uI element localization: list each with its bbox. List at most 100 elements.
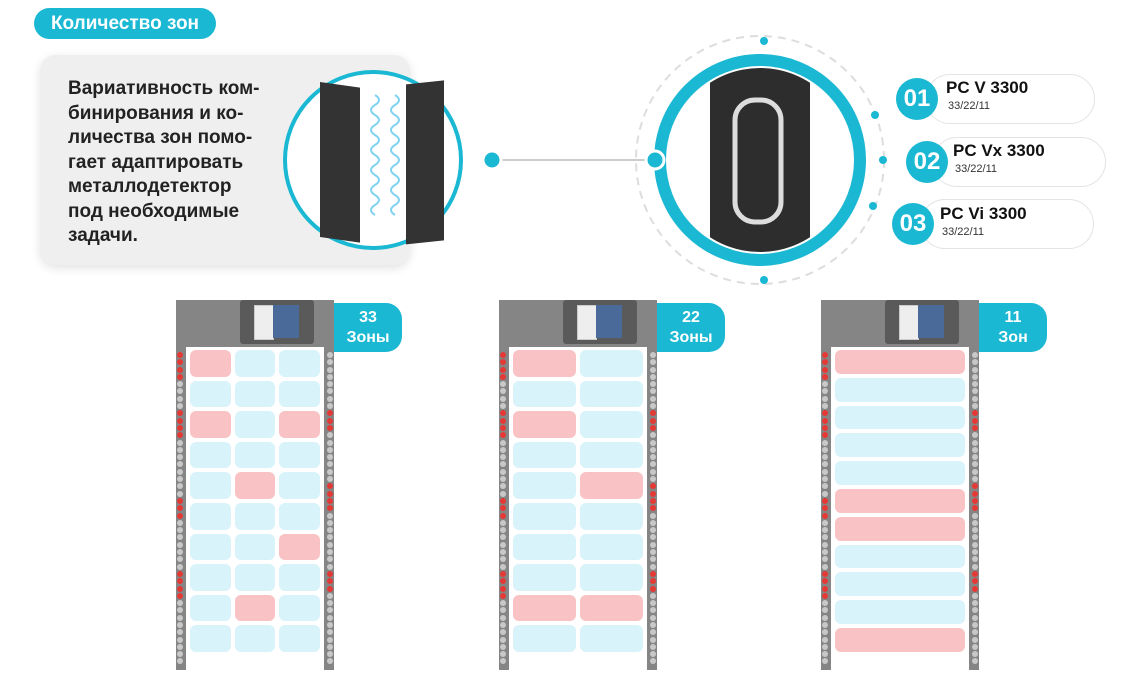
led-dot (972, 519, 978, 526)
led-dot (327, 600, 333, 607)
control-panel-display (596, 305, 622, 338)
zone-cell-active (190, 350, 231, 377)
led-dot (177, 403, 183, 410)
model-card-2 (932, 137, 1106, 187)
led-dot (822, 359, 828, 366)
zone-cell (190, 441, 231, 469)
led-dot (500, 483, 506, 490)
led-dot (177, 549, 183, 556)
led-dot (500, 549, 506, 556)
led-dot (327, 651, 333, 658)
led-dot (972, 490, 978, 497)
led-dot (327, 505, 333, 512)
led-dot (500, 352, 506, 358)
led-dot (972, 592, 978, 599)
zone-count: 33 (359, 309, 377, 326)
connector-graphics (283, 35, 887, 285)
led-dot (822, 410, 828, 417)
led-dot (650, 592, 656, 599)
led-dot (650, 403, 656, 410)
led-dot (327, 578, 333, 585)
zone-cell (234, 441, 276, 469)
zone-cell (580, 564, 643, 591)
led-dot (177, 607, 183, 614)
led-dot (822, 432, 828, 439)
led-dot (650, 512, 656, 519)
led-dot (650, 570, 656, 577)
led-dot (822, 534, 828, 541)
led-dot (650, 519, 656, 526)
led-dot (972, 446, 978, 453)
led-dot (327, 454, 333, 461)
led-dot (500, 417, 506, 424)
zone-cell (513, 472, 576, 499)
model-number: 01 (896, 78, 938, 120)
led-dot (327, 658, 333, 665)
zone-cell (835, 405, 965, 430)
led-dot (177, 636, 183, 643)
led-dot (327, 410, 333, 417)
led-dot (177, 651, 183, 658)
led-dot (650, 432, 656, 439)
led-dot (822, 381, 828, 388)
led-dot (822, 505, 828, 512)
zone-label: Зон (998, 329, 1028, 346)
led-dot (500, 454, 506, 461)
led-dot (972, 621, 978, 628)
led-dot (972, 424, 978, 431)
led-dot (972, 636, 978, 643)
led-column (177, 352, 183, 666)
led-dot (650, 446, 656, 453)
led-dot (177, 534, 183, 541)
led-dot (177, 512, 183, 519)
led-dot (177, 468, 183, 475)
led-dot (822, 497, 828, 504)
zone-cell (835, 600, 965, 624)
led-dot (327, 424, 333, 431)
led-dot (327, 519, 333, 526)
control-panel-light (899, 305, 919, 340)
led-dot (327, 395, 333, 402)
led-dot (177, 454, 183, 461)
led-dot (500, 541, 506, 548)
led-dot (500, 534, 506, 541)
led-dot (650, 381, 656, 388)
led-dot (500, 476, 506, 483)
led-dot (500, 446, 506, 453)
led-dot (177, 600, 183, 607)
led-dot (500, 395, 506, 402)
led-dot (650, 643, 656, 650)
model-card-1 (925, 74, 1095, 124)
zone-cell (234, 380, 276, 408)
led-dot (972, 600, 978, 607)
led-dot (650, 563, 656, 570)
led-dot (972, 403, 978, 410)
led-dot (822, 476, 828, 483)
led-dot (327, 403, 333, 410)
led-dot (500, 578, 506, 585)
led-column (972, 352, 978, 666)
zone-cell (513, 533, 576, 561)
led-dot (650, 439, 656, 446)
model-number: 02 (906, 141, 948, 183)
led-dot (327, 359, 333, 366)
led-dot (177, 527, 183, 534)
led-dot (972, 439, 978, 446)
control-panel-light (577, 305, 597, 340)
led-dot (327, 417, 333, 424)
led-dot (327, 388, 333, 395)
led-dot (327, 490, 333, 497)
led-dot (500, 403, 506, 410)
zone-cell (580, 350, 643, 377)
zone-cell (190, 625, 231, 652)
led-dot (500, 607, 506, 614)
led-dot (177, 432, 183, 439)
led-dot (327, 629, 333, 636)
led-dot (327, 432, 333, 439)
zone-cell (580, 625, 643, 652)
led-dot (650, 651, 656, 658)
zone-cell (279, 594, 320, 622)
zone-cell-active (580, 594, 643, 622)
